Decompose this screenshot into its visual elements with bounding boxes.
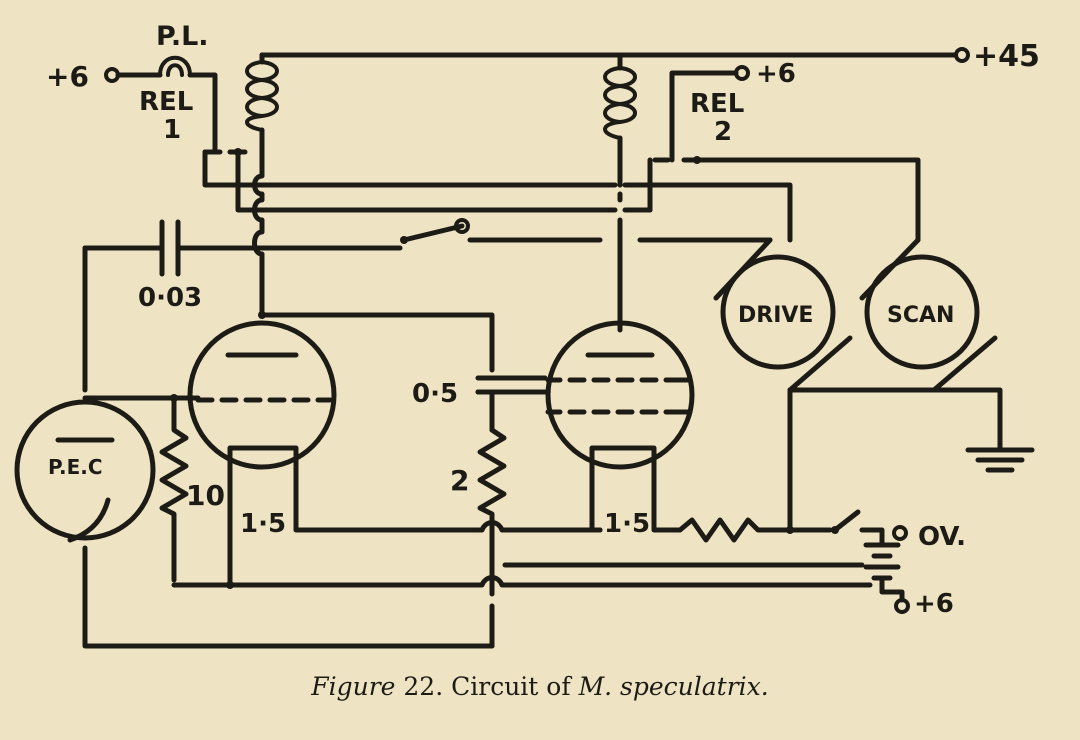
lamp-to-relay1-wire [187,72,218,153]
resistor-2-label: 2 [450,464,469,497]
scan-label: SCAN [887,303,954,328]
relay2-feed-wire [669,70,739,163]
to-battery-wire [859,527,885,548]
series-resistor [677,517,793,543]
photocell-pec [14,399,156,543]
plus45-terminal [954,47,970,63]
resistor-10-label: 10 [186,479,225,512]
pilot-lamp-label: P.L. [156,21,209,52]
caption-figure-word: Figure [311,672,396,701]
tube2-filament-wire-right [651,472,683,533]
relay1-name-label: REL [139,87,193,117]
filament-bus-wire [477,520,603,533]
relay1-number-label: 1 [163,115,181,145]
figure-caption: Figure 22. Circuit of M. speculatrix. [0,672,1080,701]
scan-motor [859,237,998,393]
plus45-label: +45 [973,39,1040,74]
relay2-number-label: 2 [714,117,732,147]
cap-05-label: 0·5 [412,379,458,409]
tube2-filament-wire-left [589,472,603,533]
cap-003-label: 0·03 [138,283,202,313]
circuit-diagram: +45 +6 P.L. REL 1 +6 REL 2 [14,21,1040,649]
pec-cathode [67,497,111,543]
relay1-coil [245,52,279,153]
tube1-triode [187,320,337,478]
fil1-voltage-label: 1·5 [240,509,286,539]
junction-tube1-anode [258,311,266,319]
main-switch [832,509,861,533]
plus6-bottom-label: +6 [914,589,954,619]
relay2-contacts [647,156,921,243]
zero-volt-terminal [892,525,908,541]
fil2-voltage-label: 1·5 [604,509,650,539]
pec-label: P.E.C [48,455,103,479]
drive-label: DRIVE [738,303,813,328]
caption-figure-number: 22. [403,672,444,701]
tube1-plate-to-cap-wire [259,312,495,373]
resistor-10 [159,395,189,583]
tube2-filament [589,445,657,478]
plus6-bottom-terminal [894,598,910,614]
caption-text: Circuit of [451,672,571,701]
relay-link-wire-1 [262,182,793,243]
zero-volt-label: OV. [918,522,966,552]
bus-wire-lower [171,575,873,588]
cap-to-res2-wire [475,389,495,433]
sensor-switch [401,223,465,243]
tube1-filament-wire-right [293,472,483,533]
motor-return-wire [787,387,1003,451]
pilot-lamp-symbol [158,55,192,77]
battery [863,542,905,603]
pec-bottom-wire [82,545,495,649]
tube2-pentode [545,320,695,478]
tube1-anode-wire [252,147,265,318]
plus6-left-label: +6 [46,60,89,93]
switch-pivot [454,218,470,234]
relay2-plus6-label: +6 [756,59,796,89]
relay2-coil [603,52,637,188]
ground-symbol [965,447,1035,473]
drive-motor [713,237,853,393]
resistor-2 [477,427,507,523]
caption-species: M. speculatrix. [578,672,769,701]
tube1-filament [227,445,299,478]
relay2-name-label: REL [690,89,744,119]
